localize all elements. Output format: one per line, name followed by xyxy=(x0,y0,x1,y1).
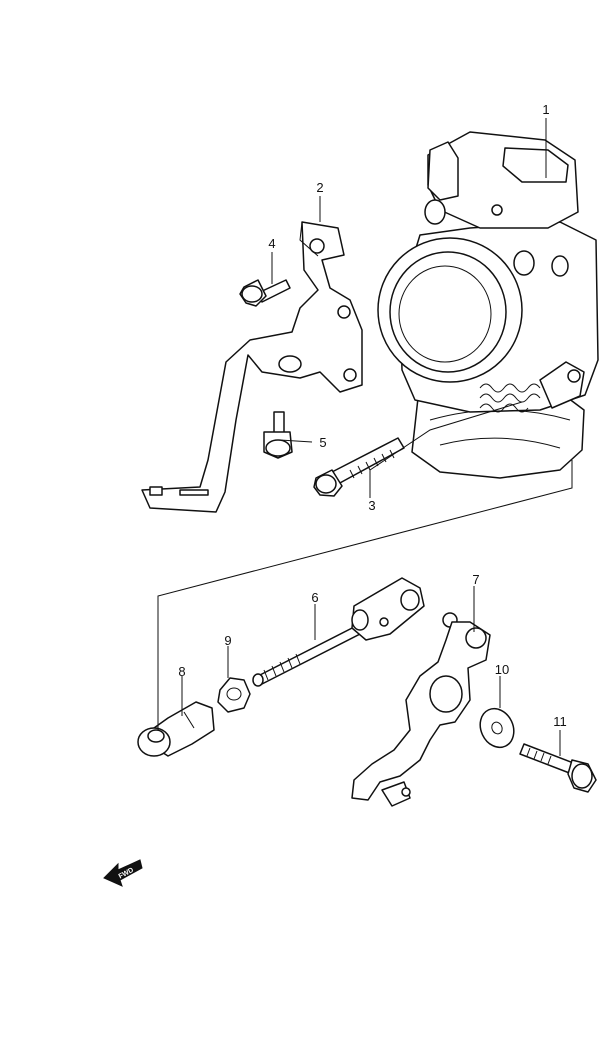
bolt-11 xyxy=(519,743,597,793)
callout-7: 7 xyxy=(472,572,479,587)
callout-6: 6 xyxy=(311,590,318,605)
mounting-bracket xyxy=(141,221,363,513)
throttle-body xyxy=(377,131,599,479)
leader-lines xyxy=(157,118,573,756)
fwd-arrow-icon: FWD xyxy=(103,859,143,887)
callout-10: 10 xyxy=(495,662,509,677)
callout-11: 11 xyxy=(553,714,567,729)
callout-8: 8 xyxy=(178,664,185,679)
callout-numbers: 1 2 3 4 5 6 7 8 9 10 11 xyxy=(178,102,566,729)
washer-10 xyxy=(479,707,515,749)
callout-4: 4 xyxy=(268,236,275,251)
throttle-lever xyxy=(351,612,491,807)
joint-8 xyxy=(137,701,215,757)
bolt-5 xyxy=(263,411,293,459)
linkage-rod xyxy=(252,577,425,687)
callout-5: 5 xyxy=(319,435,326,450)
bolt-3 xyxy=(313,437,405,497)
bolt-4 xyxy=(239,279,291,307)
callout-1: 1 xyxy=(542,102,549,117)
callout-9: 9 xyxy=(224,633,231,648)
callout-2: 2 xyxy=(316,180,323,195)
callout-3: 3 xyxy=(368,498,375,513)
nut-9 xyxy=(217,677,251,713)
